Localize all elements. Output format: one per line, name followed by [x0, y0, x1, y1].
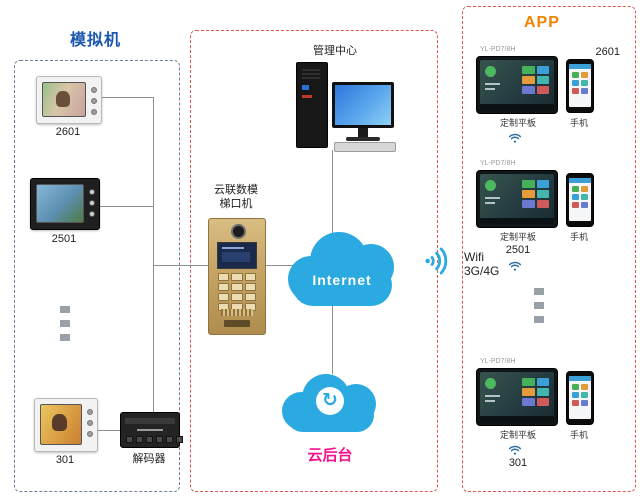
analog-section-title: 模拟机 [70, 32, 122, 49]
management-center-label: 管理中心 [313, 45, 357, 57]
connector-301-decoder [96, 430, 122, 431]
internet-cloud: Internet [288, 228, 396, 310]
wifi-icon [508, 445, 522, 455]
sync-icon: ↻ [316, 387, 344, 415]
indoor-monitor-2501 [30, 178, 100, 230]
indoor-monitor-301 [34, 398, 98, 452]
tablet-model-label: YL-PD7/8H [480, 46, 516, 53]
tablet-model-label: YL-PD7/8H [480, 160, 516, 167]
tablet-screen [480, 174, 554, 224]
decoder-device [120, 412, 183, 448]
app-group-2601: YL-PD7/8H 2601 定制平板 手机 [472, 46, 622, 158]
tablet-device [476, 56, 558, 114]
decoder-slot [125, 418, 175, 424]
indoor-monitor-2601 [36, 76, 102, 124]
app-group-301: YL-PD7/8H 定制平板 手机 301 [472, 358, 622, 470]
card-reader [224, 320, 250, 327]
tablet-model-label: YL-PD7/8H [480, 358, 516, 365]
connector-2601-bus [100, 97, 153, 98]
monitor-buttons [89, 189, 95, 217]
tablet-screen [480, 372, 554, 422]
backend-cloud: ↻ [282, 372, 378, 436]
tablet-caption: 定制平板 [499, 430, 536, 440]
pc-monitor-base [346, 137, 380, 141]
phone-screen [569, 64, 591, 107]
monitor-screen [40, 404, 82, 445]
tablet-screen [480, 60, 554, 110]
monitor-label-2601: 2601 [55, 126, 81, 138]
door-station-label-line2: 梯口机 [219, 198, 253, 210]
pc-screen [335, 85, 391, 125]
connector-door-internet [264, 265, 298, 266]
monitor-screen [36, 184, 84, 223]
camera-icon [231, 224, 246, 239]
pc-tower [296, 62, 328, 148]
pc-keyboard [334, 142, 396, 152]
monitor-buttons [91, 87, 97, 115]
phone-device [566, 173, 594, 227]
internet-label: Internet [312, 272, 372, 288]
wifi-icon [508, 261, 522, 271]
decoder-text-line [137, 429, 163, 431]
analog-section-box [14, 60, 180, 492]
wifi-label-line1: Wifi [464, 250, 484, 264]
connector-pc-internet [332, 150, 333, 236]
unit-number-2501: 2501 [505, 244, 531, 256]
ellipsis-dots-right [534, 288, 544, 323]
tablet-caption: 定制平板 [499, 232, 536, 242]
unit-number-2601: 2601 [595, 46, 620, 58]
door-station-keypad [218, 273, 256, 311]
pc-monitor [332, 82, 394, 128]
backend-label: 云后台 [307, 447, 353, 464]
wifi-label-line2: 3G/4G [464, 264, 500, 278]
ellipsis-dots-left [60, 306, 70, 341]
phone-device [566, 59, 594, 113]
monitor-buttons [87, 409, 93, 437]
unit-number-301: 301 [508, 457, 528, 469]
connector-bus-door [153, 265, 210, 266]
connector-bus-vertical [153, 97, 154, 414]
phone-screen [569, 178, 591, 221]
center-section-box [190, 30, 438, 492]
door-station-device [208, 218, 266, 335]
tablet-caption: 定制平板 [499, 118, 536, 128]
monitor-label-2501: 2501 [51, 233, 77, 245]
app-section-title: APP [524, 14, 560, 31]
wifi-label: Wifi 3G/4G [464, 250, 499, 278]
app-section-box [462, 6, 636, 492]
phone-device [566, 371, 594, 425]
wifi-icon [425, 247, 448, 275]
wifi-icon [508, 133, 522, 143]
app-group-2501: YL-PD7/8H 定制平板 手机 2501 [472, 160, 622, 272]
door-station-label-line1: 云联数模 [214, 184, 258, 196]
phone-screen [569, 376, 591, 419]
phone-caption: 手机 [569, 118, 588, 128]
monitor-label-301: 301 [55, 454, 75, 466]
door-station-label: 云联数模 梯口机 [194, 183, 278, 211]
tablet-device [476, 170, 558, 228]
speaker-grill [221, 309, 253, 316]
pc-monitor-stand [358, 128, 368, 137]
decoder-label: 解码器 [132, 453, 166, 465]
management-computer [294, 58, 406, 152]
door-station-screen [217, 242, 257, 269]
tablet-device [476, 368, 558, 426]
monitor-screen [42, 82, 86, 117]
phone-caption: 手机 [569, 232, 588, 242]
connector-internet-backend [332, 306, 333, 374]
decoder-ports [126, 436, 183, 443]
phone-caption: 手机 [569, 430, 588, 440]
connector-2501-bus [98, 206, 153, 207]
